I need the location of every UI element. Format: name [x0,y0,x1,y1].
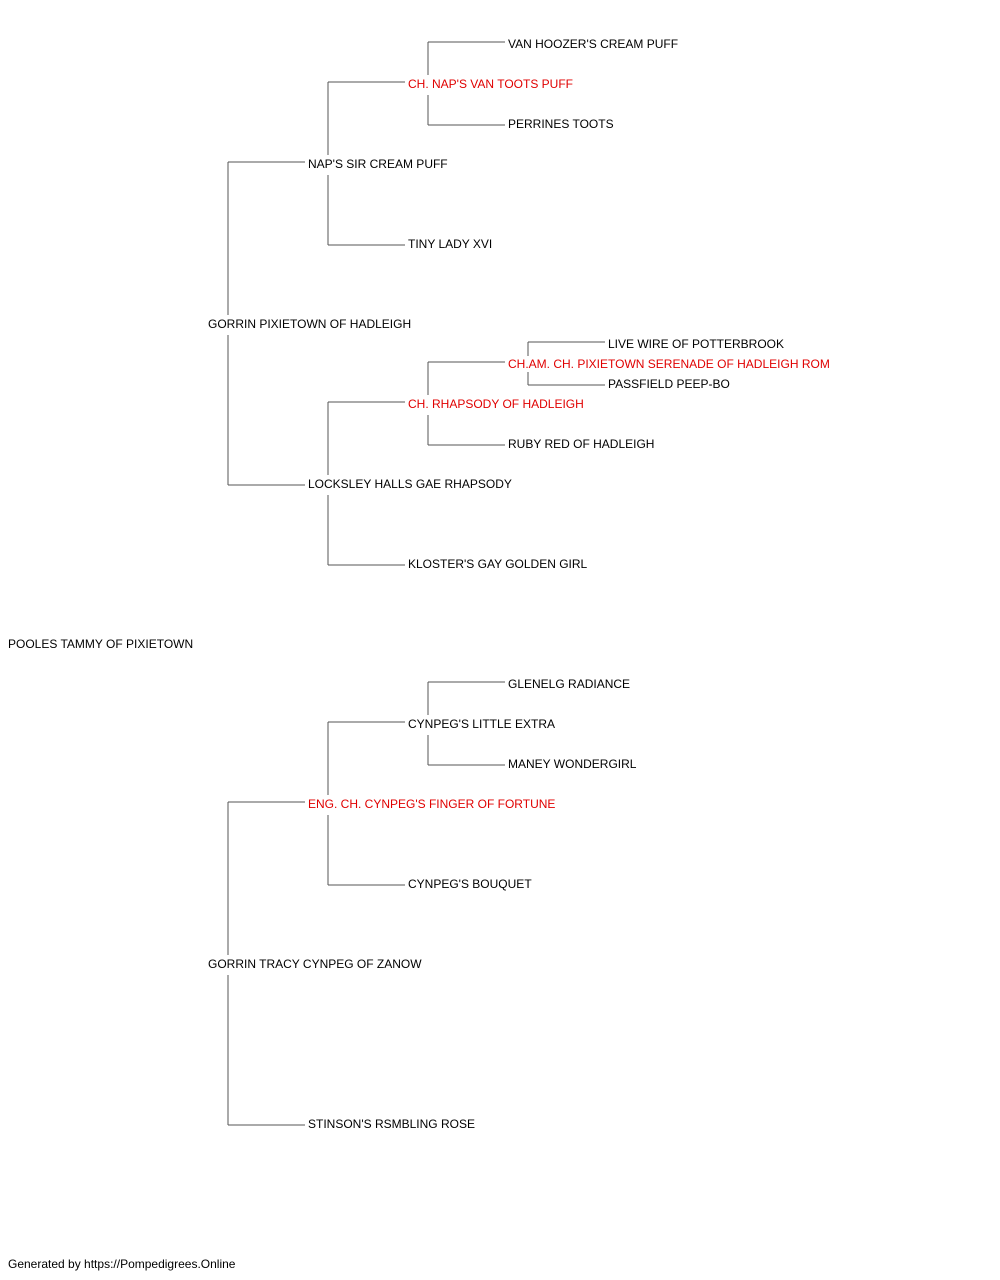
ancestor-sire-sire-dam: TINY LADY XVI [408,237,493,251]
ancestor-dam-sire-sire: CYNPEG'S LITTLE EXTRA [408,717,555,731]
ancestor-sire-dam-dam: KLOSTER'S GAY GOLDEN GIRL [408,557,588,571]
ancestor-sire-dam: LOCKSLEY HALLS GAE RHAPSODY [308,477,512,491]
ancestor-sire-dam-sire-sire-dam: PASSFIELD PEEP-BO [608,377,730,391]
ancestor-dam-sire-sire-dam: MANEY WONDERGIRL [508,757,637,771]
ancestor-sire-sire-sire-dam: PERRINES TOOTS [508,117,614,131]
ancestor-dam: GORRIN TRACY CYNPEG OF ZANOW [208,957,422,971]
subject-dog-name: POOLES TAMMY OF PIXIETOWN [8,637,194,651]
ancestor-sire-sire-sire: CH. NAP'S VAN TOOTS PUFF [408,77,573,91]
ancestor-sire-dam-sire-sire-sire: LIVE WIRE OF POTTERBROOK [608,337,785,351]
ancestor-dam-sire: ENG. CH. CYNPEG'S FINGER OF FORTUNE [308,797,556,811]
ancestor-sire-dam-sire: CH. RHAPSODY OF HADLEIGH [408,397,584,411]
ancestor-sire-sire-sire-sire: VAN HOOZER'S CREAM PUFF [508,37,679,51]
ancestor-sire-dam-sire-dam: RUBY RED OF HADLEIGH [508,437,655,451]
footer-credit: Generated by https://Pompedigrees.Online [8,1257,236,1271]
ancestor-dam-sire-dam: CYNPEG'S BOUQUET [408,877,532,891]
ancestor-sire-dam-sire-sire: CH.AM. CH. PIXIETOWN SERENADE OF HADLEIG… [508,357,830,371]
ancestor-sire-sire: NAP'S SIR CREAM PUFF [308,157,448,171]
ancestor-dam-dam: STINSON'S RSMBLING ROSE [308,1117,475,1131]
ancestor-sire: GORRIN PIXIETOWN OF HADLEIGH [208,317,412,331]
ancestor-dam-sire-sire-sire: GLENELG RADIANCE [508,677,631,691]
